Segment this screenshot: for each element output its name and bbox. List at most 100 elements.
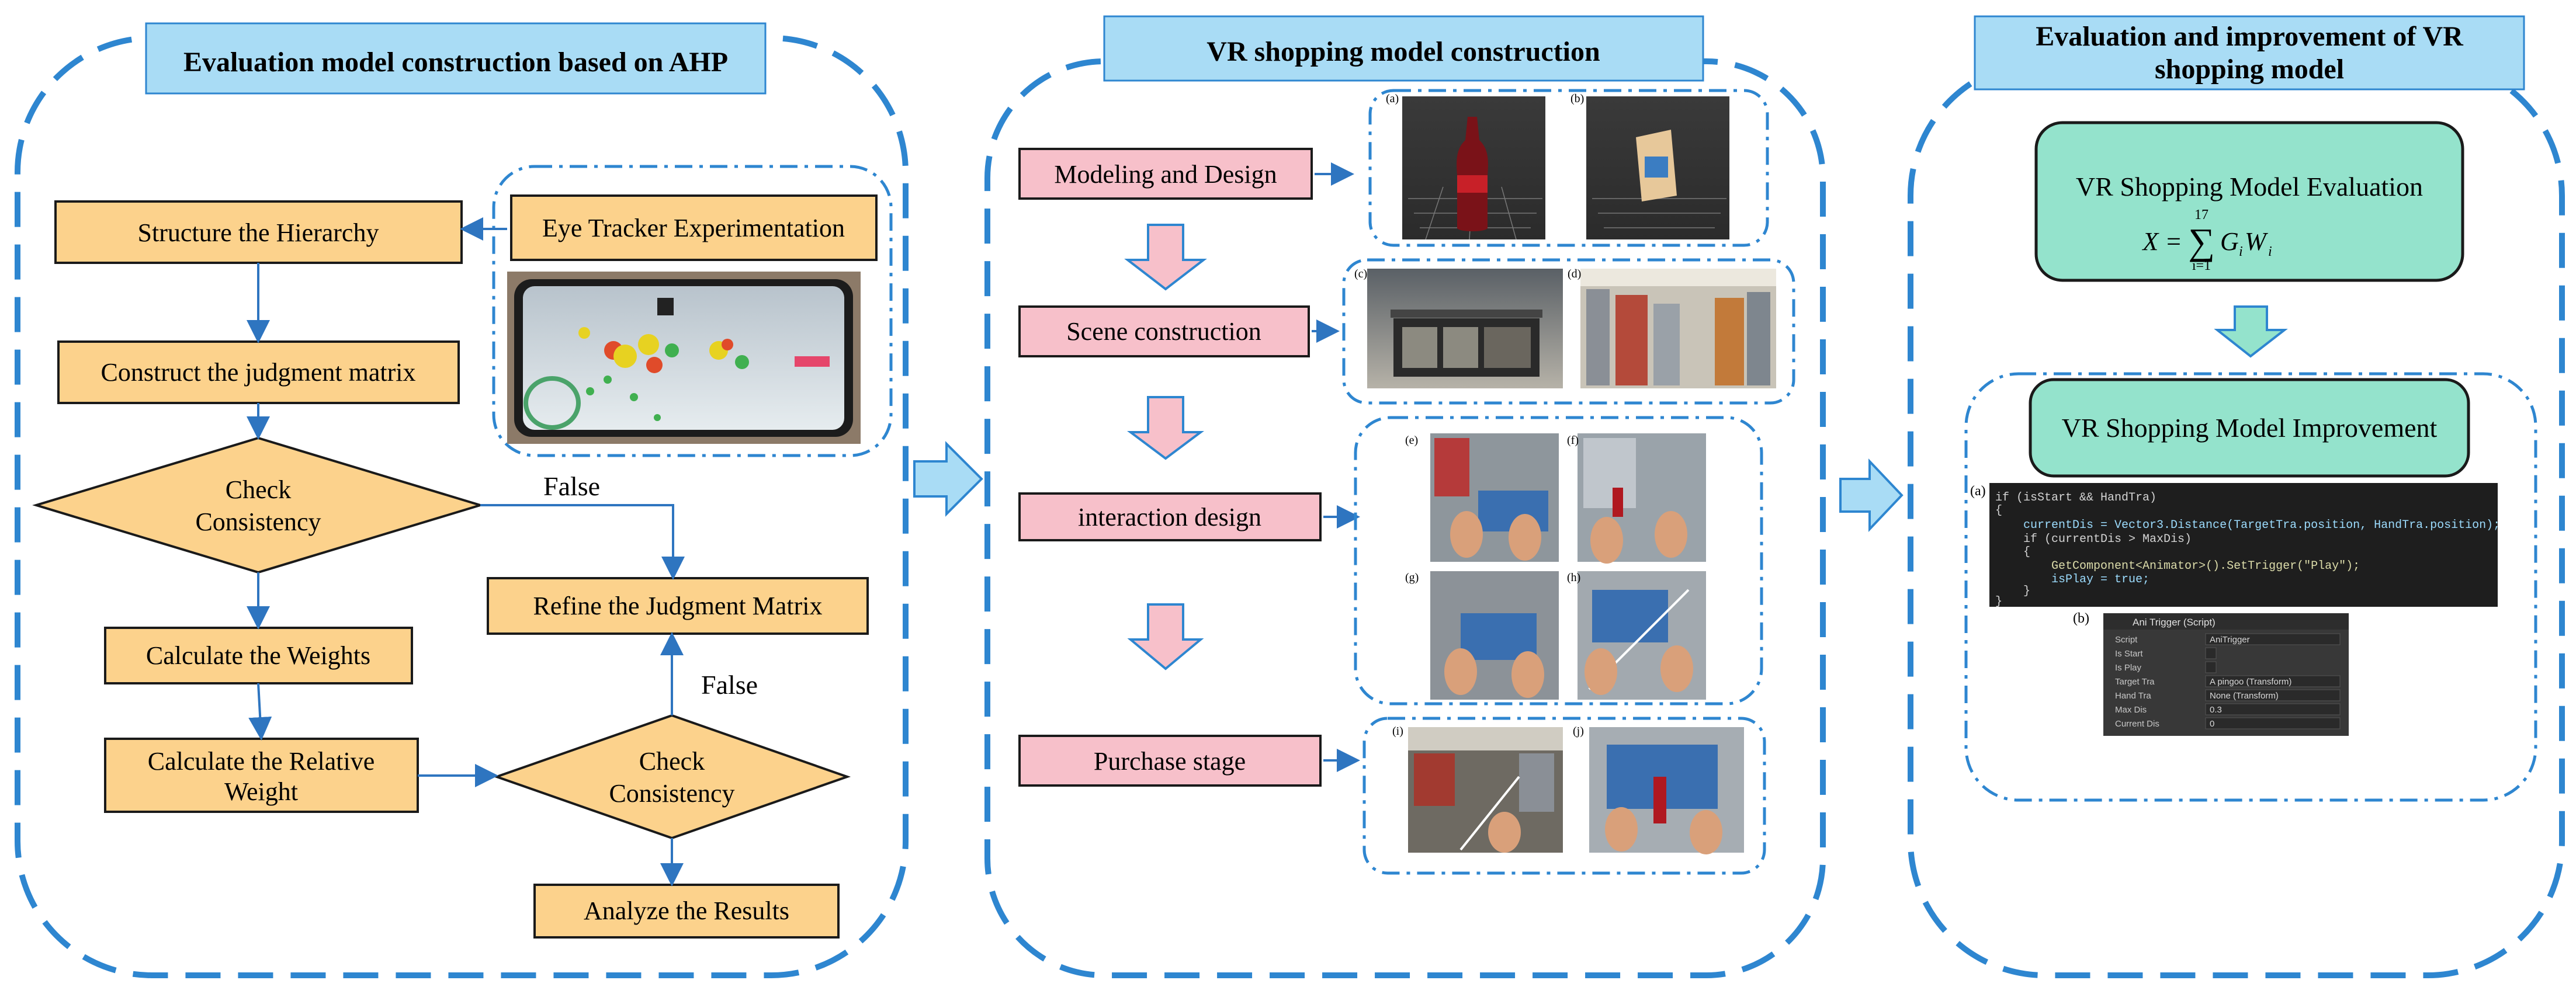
code-line-6: GetComponent<Animator>().SetTrigger("Pla… <box>1995 559 2360 573</box>
images-scene-frame <box>1342 258 1795 405</box>
svg-text:17: 17 <box>2194 207 2209 223</box>
inspector-row-checkbox[interactable] <box>2205 647 2217 659</box>
images-purchase-frame <box>1362 717 1766 875</box>
eye-tracker-label-box: Eye Tracker Experimentation <box>510 194 878 261</box>
inspector-row-key: Target Tra <box>2115 677 2155 687</box>
step-structure-hierarchy: Structure the Hierarchy <box>54 200 463 264</box>
svg-text:(a): (a) <box>1386 92 1399 105</box>
inspector-row-value: 0 <box>2210 719 2214 729</box>
inspector-row-key: Current Dis <box>2115 719 2159 729</box>
svg-text:Structure the Hierarchy: Structure the Hierarchy <box>138 218 379 247</box>
svg-text:W: W <box>2245 227 2268 256</box>
inspector-row-field[interactable] <box>2205 675 2341 687</box>
code-line-5: { <box>1995 545 2030 559</box>
stage-purchase: Purchase stage <box>1018 735 1322 787</box>
image-b-box-model: (b) <box>1570 92 1729 239</box>
svg-text:Eye Tracker Experimentation: Eye Tracker Experimentation <box>542 214 845 242</box>
svg-text:Check: Check <box>226 475 291 504</box>
svg-text:Construct the judgment matrix: Construct the judgment matrix <box>101 358 416 387</box>
svg-text:i=1: i=1 <box>2192 258 2211 273</box>
panel-arrow-2 <box>1839 458 1904 533</box>
stage-modeling-design: Modeling and Design <box>1018 148 1313 200</box>
svg-text:X =: X = <box>2141 227 2182 256</box>
panel-arrow-1 <box>913 441 983 517</box>
svg-text:Consistency: Consistency <box>609 779 734 808</box>
left-panel-title: Evaluation model construction based on A… <box>183 47 728 78</box>
svg-text:(a): (a) <box>1970 484 1986 499</box>
inspector-row-field[interactable] <box>2205 717 2341 729</box>
svg-text:Refine the Judgment Matrix: Refine the Judgment Matrix <box>533 592 823 620</box>
images-interaction-frame <box>1354 416 1763 705</box>
image-i-purchase: (i) <box>1392 725 1563 853</box>
improvement-box: VR Shopping Model Improvement <box>2029 378 2470 478</box>
svg-text:Calculate the Weights: Calculate the Weights <box>146 641 370 670</box>
left-connectors <box>247 217 685 887</box>
inspector-row-key: Max Dis <box>2115 705 2147 715</box>
svg-text:(e): (e) <box>1405 434 1418 447</box>
inspector-row-checkbox[interactable] <box>2205 661 2217 673</box>
false-label-1: False <box>543 471 600 501</box>
inspector-row-value: AniTrigger <box>2210 635 2250 645</box>
image-h-interaction: (h) <box>1567 571 1706 700</box>
decision-check-consistency-1: Check Consistency <box>32 436 484 574</box>
step-calculate-relative-weight: Calculate the Relative Weight <box>104 738 419 813</box>
improvement-frame <box>1964 372 2537 802</box>
code-line-8: } <box>1995 585 2030 598</box>
evaluation-label: VR Shopping Model Evaluation <box>2076 172 2423 201</box>
evaluation-box: VR Shopping Model Evaluation X = ∑ 17 i=… <box>2034 121 2464 282</box>
svg-text:(b): (b) <box>1570 92 1584 105</box>
middle-panel: VR shopping model construction Modeling … <box>984 15 1826 978</box>
inspector-row-value: None (Transform) <box>2210 691 2279 701</box>
svg-text:∑: ∑ <box>2188 221 2215 262</box>
svg-text:Calculate the Relative: Calculate the Relative <box>148 747 375 776</box>
inspector-title: Ani Trigger (Script) <box>2133 617 2216 628</box>
code-line-7: isPlay = true; <box>1995 573 2149 586</box>
stage-interaction-design: interaction design <box>1018 492 1322 541</box>
image-a-bottle-model: (a) <box>1386 92 1545 240</box>
middle-panel-title: VR shopping model construction <box>1206 36 1600 67</box>
svg-text:(g): (g) <box>1405 571 1419 584</box>
right-panel: Evaluation and improvement of VR shoppin… <box>1908 15 2565 978</box>
svg-text:interaction design: interaction design <box>1078 503 1261 531</box>
evaluation-formula: X = ∑ 17 i=1 G i W i <box>2141 207 2272 273</box>
code-line-4: if (currentDis > MaxDis) <box>1995 533 2192 546</box>
stage-down-arrows <box>1124 224 1207 670</box>
code-line-9: } <box>1995 595 2002 609</box>
inspector-screenshot: (b) Ani Trigger (Script) <box>2073 611 2349 736</box>
code-line-1: if (isStart && HandTra) <box>1995 491 2157 505</box>
code-line-2: { <box>1995 504 2002 517</box>
image-g-interaction: (g) <box>1405 571 1559 700</box>
inspector-row-field[interactable] <box>2205 633 2341 645</box>
svg-text:Check: Check <box>639 747 705 776</box>
svg-text:(c): (c) <box>1354 267 1367 280</box>
svg-text:i: i <box>2239 244 2243 259</box>
inspector-row-key: Is Play <box>2115 663 2142 673</box>
false-label-2: False <box>701 670 758 700</box>
svg-text:Scene construction: Scene construction <box>1066 317 1261 346</box>
image-f-interaction: (f) <box>1567 433 1706 564</box>
svg-text:G: G <box>2220 227 2239 256</box>
svg-text:Consistency: Consistency <box>195 508 321 536</box>
eval-to-improvement-arrow <box>2214 305 2288 358</box>
inspector-row-field[interactable] <box>2205 689 2341 701</box>
inspector-row-value: 0.3 <box>2210 705 2222 715</box>
right-panel-title-line-2: shopping model <box>2155 54 2344 85</box>
svg-text:(b): (b) <box>2073 611 2089 626</box>
step-calculate-weights: Calculate the Weights <box>104 627 413 684</box>
improvement-label: VR Shopping Model Improvement <box>2062 413 2438 443</box>
decision-check-consistency-2: Check Consistency <box>493 714 851 840</box>
step-construct-matrix: Construct the judgment matrix <box>57 340 460 404</box>
eye-tracker-photo <box>507 272 861 444</box>
middle-panel-title-box <box>1103 15 1704 82</box>
middle-panel-border <box>984 58 1826 978</box>
svg-text:(f): (f) <box>1567 434 1579 447</box>
svg-text:(j): (j) <box>1573 725 1584 738</box>
right-panel-title-line-1: Evaluation and improvement of VR <box>2036 21 2464 52</box>
left-panel: Evaluation model construction based on A… <box>15 22 909 978</box>
inspector-row-field[interactable] <box>2205 703 2341 715</box>
step-analyze-results: Analyze the Results <box>533 884 840 939</box>
images-modeling-frame <box>1368 89 1769 247</box>
image-j-purchase: (j) <box>1573 725 1744 854</box>
